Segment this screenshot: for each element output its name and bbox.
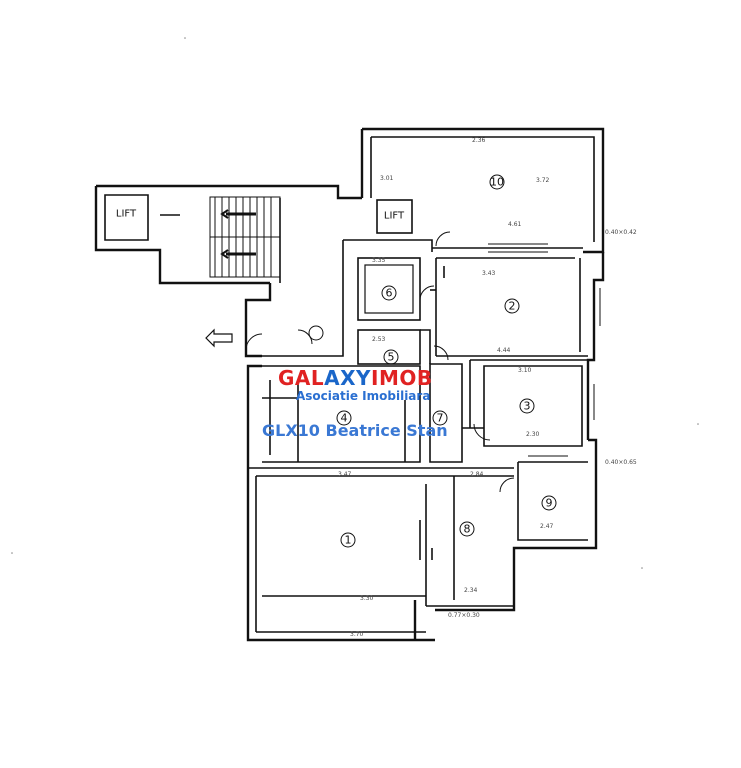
room-3-marker <box>519 398 535 414</box>
room-5-number: 5 <box>388 351 395 364</box>
room-10-number: 10 <box>490 176 504 189</box>
room-7-number: 7 <box>437 412 444 425</box>
svg-text:0.40×0.42: 0.40×0.42 <box>605 229 637 236</box>
svg-text:0.40×0.65: 0.40×0.65 <box>605 459 637 466</box>
svg-text:3.10: 3.10 <box>518 367 532 374</box>
door-swings <box>245 231 515 493</box>
brand-part-gal: GAL <box>278 366 325 390</box>
svg-text:3.47: 3.47 <box>338 471 352 478</box>
svg-text:2.53: 2.53 <box>372 336 386 343</box>
scan-specks <box>11 37 699 569</box>
room-8-number: 8 <box>464 523 471 536</box>
brand-part-axy: AXY <box>324 366 372 390</box>
svg-text:2.84: 2.84 <box>470 471 484 478</box>
room-5-marker <box>383 349 399 365</box>
room-4-number: 4 <box>341 412 348 425</box>
windows <box>488 243 601 463</box>
room-1-number: 1 <box>345 534 352 547</box>
watermark-brand-logo: GALAXYIMOB <box>278 366 433 390</box>
svg-text:2.47: 2.47 <box>540 523 554 530</box>
svg-text:3.30: 3.30 <box>360 595 374 602</box>
svg-text:3.70: 3.70 <box>350 631 364 638</box>
room-9-number: 9 <box>546 497 553 510</box>
svg-text:2.34: 2.34 <box>464 587 478 594</box>
svg-text:2.36: 2.36 <box>472 137 486 144</box>
svg-text:3.01: 3.01 <box>380 175 394 182</box>
lift-label-left: LIFT <box>116 209 137 220</box>
watermark-agent: GLX10 Beatrice Stan <box>262 421 448 440</box>
dimension-marks: 2.36 3.01 3.72 4.61 3.43 4.44 3.10 2.30 … <box>338 137 637 638</box>
svg-text:4.61: 4.61 <box>508 221 522 228</box>
room-10-marker <box>489 174 505 190</box>
room-3-number: 3 <box>524 400 531 413</box>
exterior-walls <box>94 127 605 642</box>
room-2-number: 2 <box>509 300 516 313</box>
hall-marker <box>308 325 324 341</box>
svg-text:3.43: 3.43 <box>482 270 496 277</box>
room-8-marker <box>459 521 475 537</box>
room-6-number: 6 <box>386 287 393 300</box>
svg-text:2.30: 2.30 <box>526 431 540 438</box>
room-2-marker <box>504 298 520 314</box>
svg-text:3.72: 3.72 <box>536 177 550 184</box>
watermark-subtitle: Asociatie Imobiliara <box>296 389 431 403</box>
svg-text:4.44: 4.44 <box>497 347 511 354</box>
room-4-marker <box>336 410 352 426</box>
room-1-marker <box>340 532 356 548</box>
room-6-marker <box>381 285 397 301</box>
brand-part-imob: IMOB <box>371 366 433 390</box>
interior-walls <box>248 198 588 640</box>
svg-text:3.35: 3.35 <box>372 257 386 264</box>
svg-text:0.77×0.30: 0.77×0.30 <box>448 612 480 619</box>
stairs <box>209 196 281 278</box>
lift-label-right: LIFT <box>384 211 405 222</box>
room-9-marker <box>541 495 557 511</box>
entrance-arrow-icon <box>205 328 233 348</box>
room-7-marker <box>432 410 448 426</box>
room-number-labels: 10 2 3 4 5 6 7 8 9 1 <box>308 174 557 548</box>
